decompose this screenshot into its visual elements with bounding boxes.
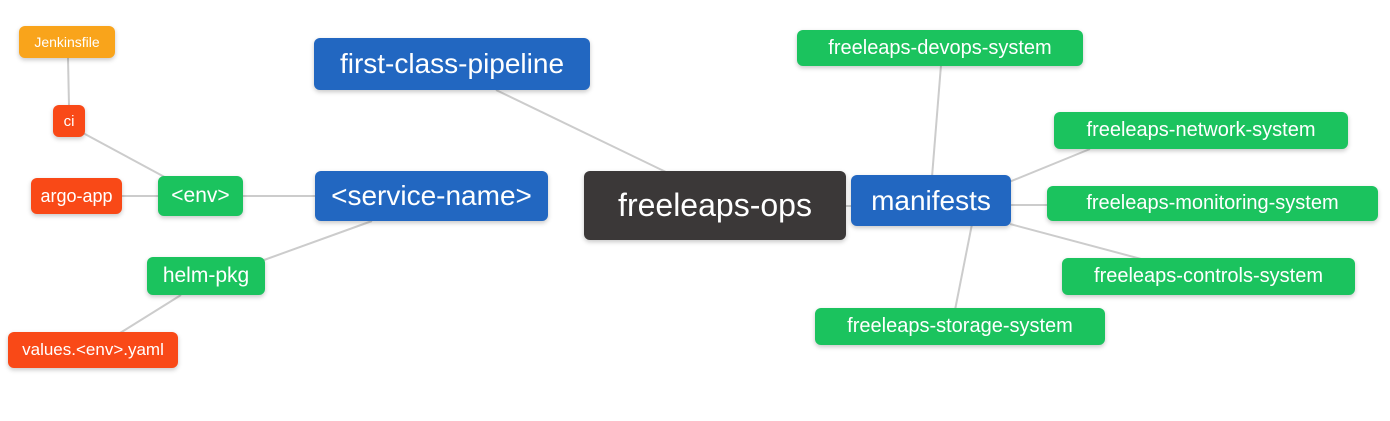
node-service-name[interactable]: <service-name> (315, 171, 548, 221)
node-controls-system[interactable]: freeleaps-controls-system (1062, 258, 1355, 295)
node-network-system[interactable]: freeleaps-network-system (1054, 112, 1348, 149)
node-ci[interactable]: ci (53, 105, 85, 137)
node-argo-app[interactable]: argo-app (31, 178, 122, 214)
edge-helmpkg-servicename (263, 220, 373, 261)
node-env[interactable]: <env> (158, 176, 243, 216)
edge-jenkinsfile-ci (67, 57, 70, 107)
node-devops-system[interactable]: freeleaps-devops-system (797, 30, 1083, 66)
node-manifests[interactable]: manifests (851, 175, 1011, 226)
edge-ci-env (82, 132, 173, 182)
node-values-env-yaml[interactable]: values.<env>.yaml (8, 332, 178, 368)
node-freeleaps-ops[interactable]: freeleaps-ops (584, 171, 846, 240)
node-first-class-pipeline[interactable]: first-class-pipeline (314, 38, 590, 90)
node-jenkinsfile[interactable]: Jenkinsfile (19, 26, 115, 58)
edge-manifests-controls (1009, 223, 1146, 261)
edge-pipeline-ops (495, 89, 669, 174)
node-monitoring-system[interactable]: freeleaps-monitoring-system (1047, 186, 1378, 221)
node-helm-pkg[interactable]: helm-pkg (147, 257, 265, 295)
edge-values-helmpkg (119, 294, 182, 334)
edge-manifests-network (1008, 148, 1091, 183)
node-storage-system[interactable]: freeleaps-storage-system (815, 308, 1105, 345)
edge-devops-manifests (931, 64, 942, 178)
edge-manifests-storage (954, 223, 973, 311)
